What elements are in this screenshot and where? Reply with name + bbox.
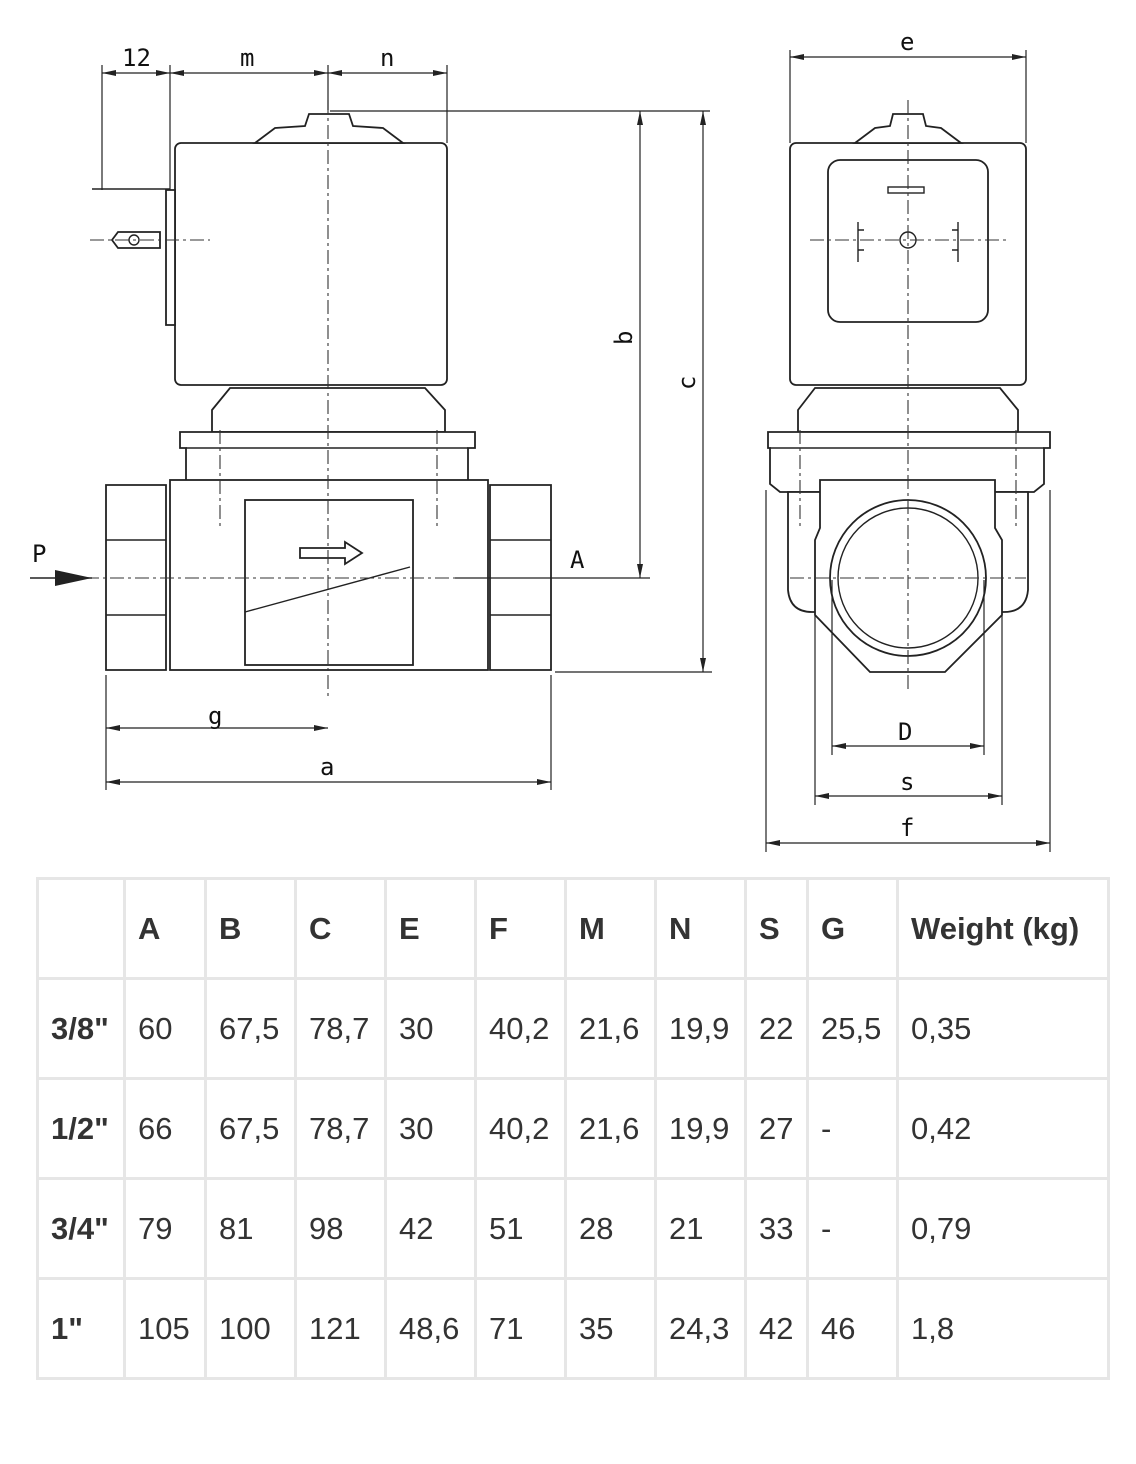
table-cell: 0,79 (896, 1177, 1110, 1280)
table-cell: 42 (744, 1277, 809, 1380)
table-cell: 121 (294, 1277, 387, 1380)
label-m: m (240, 44, 254, 72)
table-cell: 42 (384, 1177, 477, 1280)
table-cell: 27 (744, 1077, 809, 1180)
table-cell: 19,9 (654, 977, 747, 1080)
table-cell: 78,7 (294, 1077, 387, 1180)
label-n: n (380, 44, 394, 72)
table-cell: 105 (123, 1277, 207, 1380)
header-cell: C (294, 877, 387, 980)
label-g: g (208, 702, 222, 730)
connector-plug (165, 189, 176, 326)
label-c: c (673, 376, 701, 390)
header-cell: G (806, 877, 899, 980)
table-cell: 33 (744, 1177, 809, 1280)
table-cell: 100 (204, 1277, 297, 1380)
row-size: 3/4" (36, 1177, 126, 1280)
row-size: 1" (36, 1277, 126, 1380)
table-cell: 71 (474, 1277, 567, 1380)
table-cell: 98 (294, 1177, 387, 1280)
table-cell: 1,8 (896, 1277, 1110, 1380)
table-header-row: A B C E F M N S G Weight (kg) (36, 877, 1110, 980)
valve-dimension-drawing: 12 m n b c g a P A (30, 28, 1051, 852)
table-cell: 60 (123, 977, 207, 1080)
label-D: D (898, 718, 912, 746)
table-cell: 67,5 (204, 1077, 297, 1180)
table-cell: 81 (204, 1177, 297, 1280)
table-cell: 21 (654, 1177, 747, 1280)
table-cell: 21,6 (564, 1077, 657, 1180)
table-cell: 51 (474, 1177, 567, 1280)
table-cell: 24,3 (654, 1277, 747, 1380)
label-s: s (900, 768, 914, 796)
label-port-a: A (570, 546, 585, 574)
header-cell: N (654, 877, 747, 980)
header-cell: M (564, 877, 657, 980)
table-row: 3/4" 79 81 98 42 51 28 21 33 - 0,79 (36, 1177, 1110, 1280)
header-cell: A (123, 877, 207, 980)
flow-arrow (299, 540, 364, 566)
table-cell: 0,42 (896, 1077, 1110, 1180)
header-cell: B (204, 877, 297, 980)
table-row: 1" 105 100 121 48,6 71 35 24,3 42 46 1,8 (36, 1277, 1110, 1380)
table-cell: 79 (123, 1177, 207, 1280)
table-row: 1/2" 66 67,5 78,7 30 40,2 21,6 19,9 27 -… (36, 1077, 1110, 1180)
table-cell: - (806, 1177, 899, 1280)
label-a: a (320, 753, 334, 781)
row-size: 1/2" (36, 1077, 126, 1180)
table-cell: 19,9 (654, 1077, 747, 1180)
table-cell: 48,6 (384, 1277, 477, 1380)
table-cell: - (806, 1077, 899, 1180)
label-f: f (900, 814, 914, 842)
label-b: b (610, 331, 638, 345)
front-view: e D s f (765, 28, 1051, 852)
label-12: 12 (122, 44, 151, 72)
header-cell: S (744, 877, 809, 980)
table-cell: 22 (744, 977, 809, 1080)
label-e: e (900, 28, 914, 56)
header-cell: F (474, 877, 567, 980)
header-cell: Weight (kg) (896, 877, 1110, 980)
table-row: 3/8" 60 67,5 78,7 30 40,2 21,6 19,9 22 2… (36, 977, 1110, 1080)
top-nut (252, 113, 406, 144)
table-cell: 35 (564, 1277, 657, 1380)
header-cell: E (384, 877, 477, 980)
table-cell: 21,6 (564, 977, 657, 1080)
table-cell: 28 (564, 1177, 657, 1280)
label-port-p: P (32, 540, 46, 568)
table-cell: 78,7 (294, 977, 387, 1080)
side-view: 12 m n b c g a P A (30, 44, 712, 790)
table-cell: 30 (384, 977, 477, 1080)
table-cell: 66 (123, 1077, 207, 1180)
table-cell: 0,35 (896, 977, 1110, 1080)
table-cell: 46 (806, 1277, 899, 1380)
table-cell: 30 (384, 1077, 477, 1180)
table-cell: 40,2 (474, 1077, 567, 1180)
row-size: 3/8" (36, 977, 126, 1080)
table-cell: 67,5 (204, 977, 297, 1080)
coil-body (174, 142, 448, 386)
header-cell (36, 877, 126, 980)
table-cell: 40,2 (474, 977, 567, 1080)
dimensions-table: A B C E F M N S G Weight (kg) 3/8" 60 67… (36, 877, 1110, 1380)
table-cell: 25,5 (806, 977, 899, 1080)
